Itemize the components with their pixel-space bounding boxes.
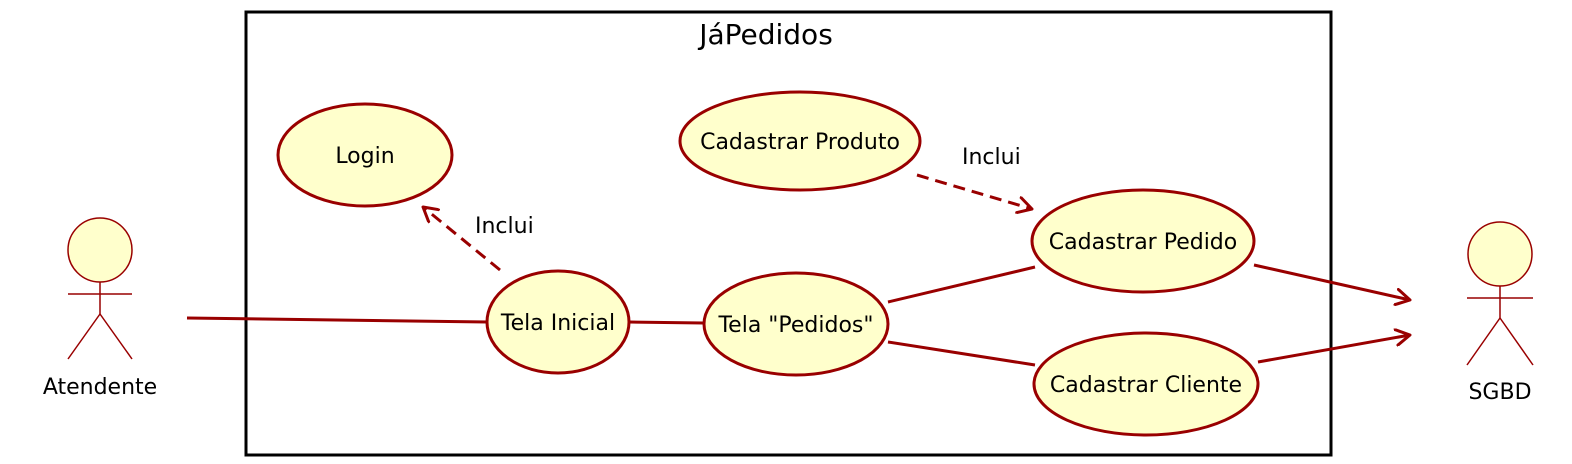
include-arrow-login bbox=[423, 207, 501, 272]
include-arrow-cadastrar-pedido bbox=[916, 173, 1032, 209]
actor-sgbd[interactable]: SGBD bbox=[1466, 221, 1534, 405]
use-case-tela-pedidos-label: Tela "Pedidos" bbox=[717, 313, 873, 338]
use-case-cadastrar-produto-label: Cadastrar Produto bbox=[700, 130, 900, 155]
use-case-tela-inicial[interactable]: Tela Inicial bbox=[485, 269, 631, 375]
use-case-login-label: Login bbox=[335, 144, 394, 169]
actor-sgbd-head bbox=[1467, 221, 1533, 287]
actor-atendente-label: Atendente bbox=[43, 375, 157, 400]
system-title: JáPedidos bbox=[697, 18, 833, 51]
use-case-login[interactable]: Login bbox=[276, 102, 454, 208]
use-case-cadastrar-cliente[interactable]: Cadastrar Cliente bbox=[1032, 331, 1260, 437]
association-tela-inicial-tela-pedidos bbox=[628, 320, 704, 325]
use-case-tela-pedidos[interactable]: Tela "Pedidos" bbox=[702, 271, 890, 377]
use-case-cadastrar-cliente-label: Cadastrar Cliente bbox=[1050, 373, 1242, 398]
association-cadastrar-pedido-sgbd bbox=[1253, 263, 1410, 300]
use-case-cadastrar-produto[interactable]: Cadastrar Produto bbox=[678, 90, 922, 192]
use-case-cadastrar-pedido[interactable]: Cadastrar Pedido bbox=[1030, 188, 1256, 294]
association-cadastrar-cliente-sgbd bbox=[1257, 335, 1410, 364]
system-boundary bbox=[244, 10, 1333, 457]
association-tela-pedidos-cadastrar-cliente bbox=[887, 340, 1036, 367]
actor-sgbd-label: SGBD bbox=[1468, 380, 1531, 405]
include-label-login: Inclui bbox=[475, 214, 534, 239]
actor-atendente-head bbox=[67, 217, 133, 283]
actor-atendente[interactable]: Atendente bbox=[43, 217, 157, 400]
use-case-cadastrar-pedido-label: Cadastrar Pedido bbox=[1049, 230, 1237, 255]
use-case-tela-inicial-label: Tela Inicial bbox=[500, 311, 615, 336]
association-tela-pedidos-cadastrar-pedido bbox=[887, 265, 1036, 304]
include-label-cadastrar-pedido: Inclui bbox=[962, 145, 1021, 170]
association-atendente-tela-inicial bbox=[186, 316, 488, 324]
